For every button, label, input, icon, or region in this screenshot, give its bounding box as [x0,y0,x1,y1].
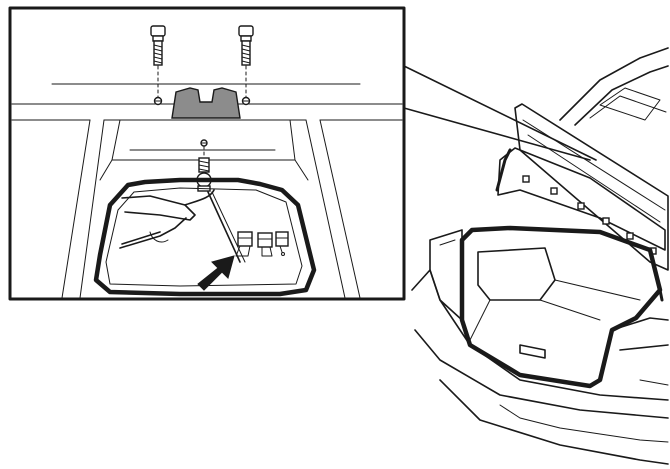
lock-cover [171,87,241,119]
arrow-icon [197,255,235,291]
bolt-icon [150,25,166,66]
callout-leaders [403,65,597,161]
detail-inset [8,6,406,301]
bolt-icon [196,157,212,192]
bolt-icon [238,25,254,66]
car-rear-illustration [411,47,669,465]
access-opening [93,177,317,297]
